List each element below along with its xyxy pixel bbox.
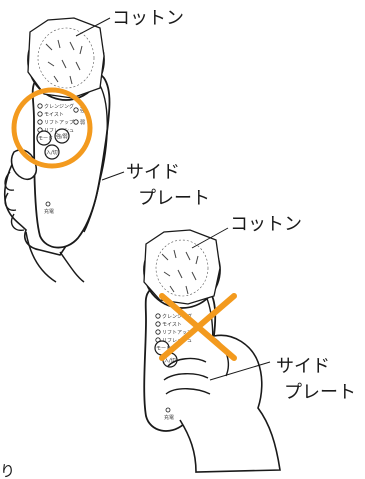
cotton-pad [28,18,104,98]
cotton-pad [144,230,220,304]
mode-item-2: モイスト [162,322,182,328]
mode-item-1: クレンジング [44,103,74,110]
mode-item-3: リフトアップ [44,120,74,126]
cotton-label: コットン [112,8,184,29]
intensity-button-label: 強/弱 [56,133,68,140]
charge-label: 充電 [164,414,174,421]
side-label-2: プレート [284,382,356,403]
figure-incorrect-usage: クレンジング モイスト リフトアップ リフレッシュ モード 入/切 充電 コット… [144,214,356,472]
mode-button-label: モード [38,136,53,142]
intensity-button[interactable]: 強/弱 [55,129,69,143]
weak-mark: 弱 [80,120,85,126]
cotton-label: コットン [230,214,302,235]
power-button[interactable]: 入/切 [45,145,59,159]
side-label-1: サイド [126,162,180,183]
mode-item-2: モイスト [44,112,64,118]
side-plate-callout-line [102,172,124,180]
charge-label: 充電 [44,208,54,215]
footer-fragment: り [0,462,15,479]
side-label-2: プレート [138,188,210,209]
side-label-1: サイド [276,356,330,377]
power-button-label: 入/切 [46,149,58,156]
